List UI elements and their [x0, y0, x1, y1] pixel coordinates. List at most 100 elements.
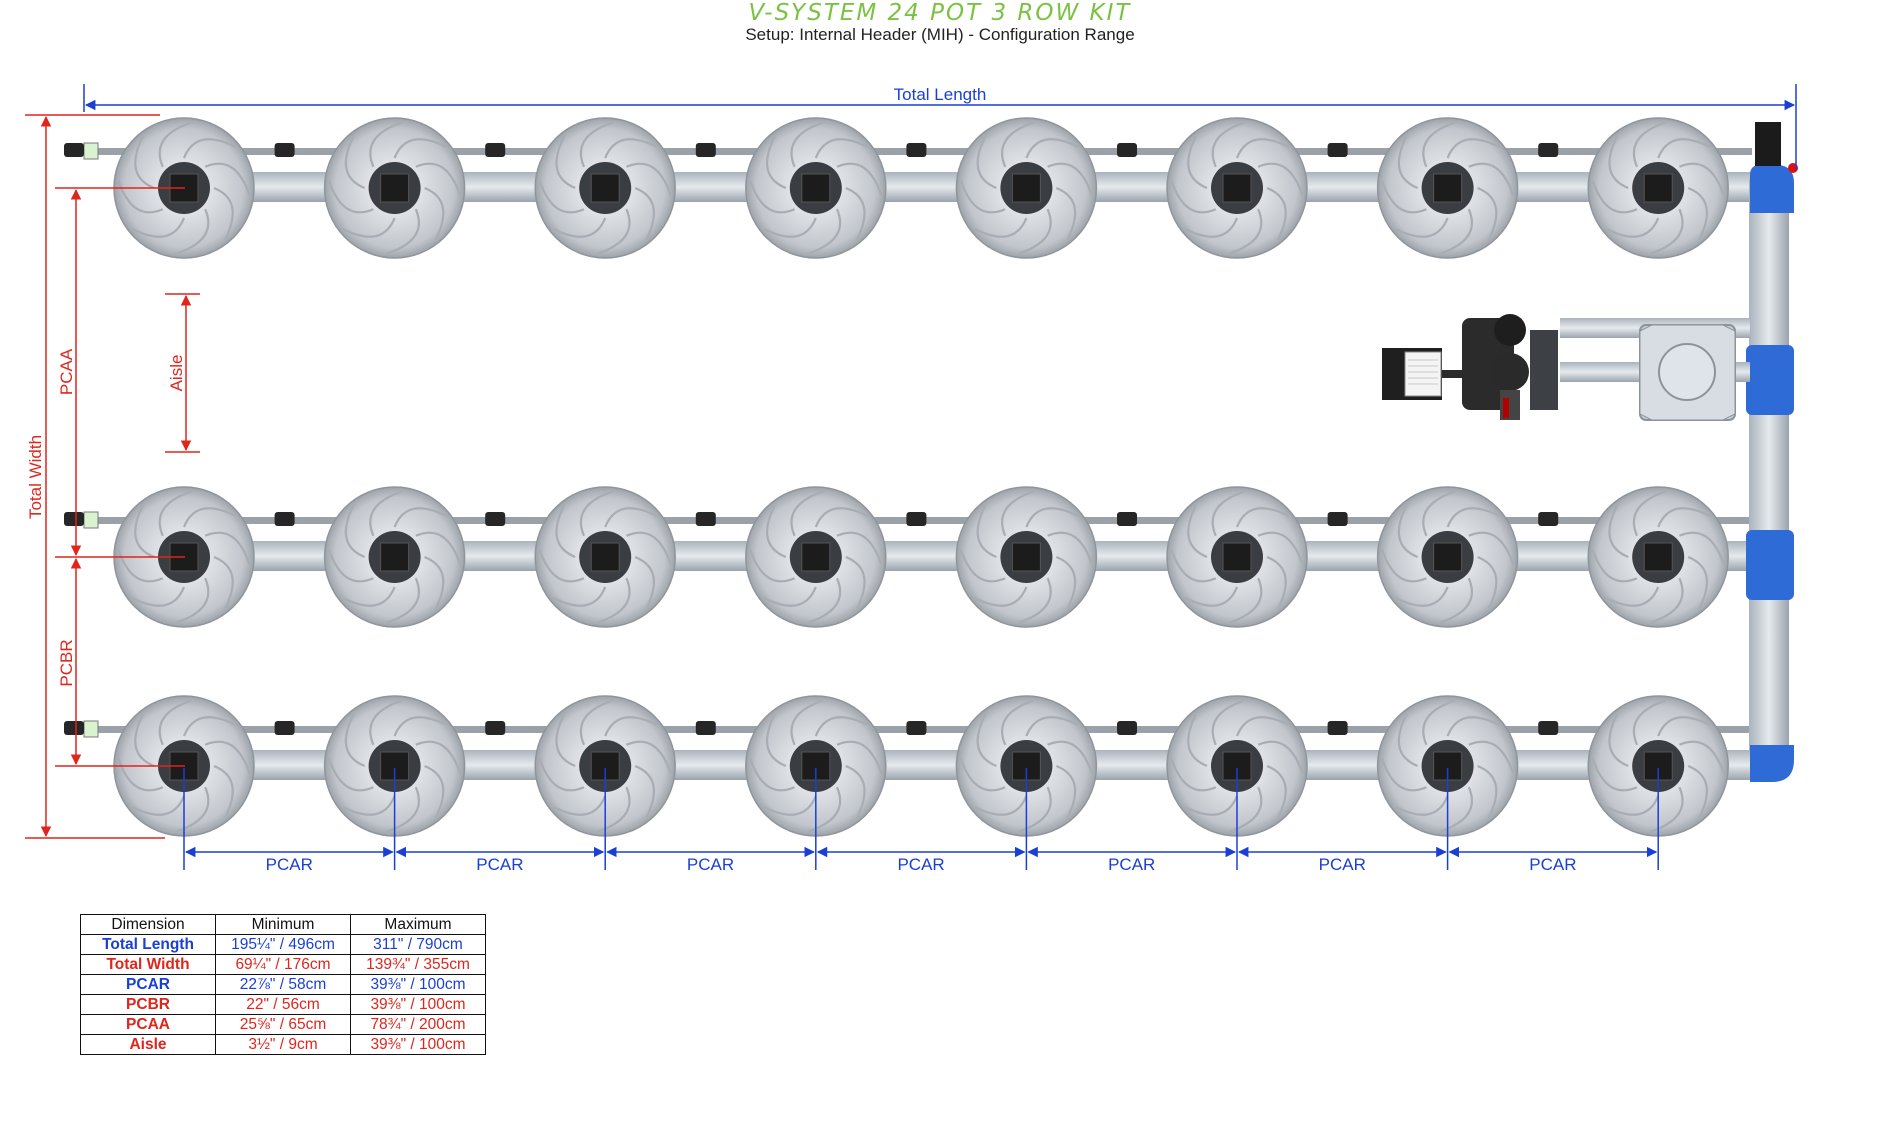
total-width-label: Total Width	[26, 435, 45, 519]
dripper-icon	[274, 143, 295, 157]
dripper-icon	[1327, 512, 1348, 526]
pot-icon	[1376, 486, 1519, 628]
dripper-icon	[906, 143, 927, 157]
table-dim-name: PCAR	[80, 974, 216, 995]
dripper-icon	[274, 721, 295, 735]
table-dim-name: Total Length	[80, 934, 216, 955]
pipe-network	[64, 142, 1752, 780]
pcar-label: PCAR	[1319, 855, 1366, 874]
dripper-icon	[1538, 143, 1559, 157]
pot-icon	[1166, 695, 1308, 837]
table-dim-max: 39⅜" / 100cm	[350, 974, 486, 995]
reservoir-icon	[1639, 324, 1736, 421]
table-dim-max: 39⅜" / 100cm	[350, 1034, 486, 1055]
dripper-icon	[64, 143, 84, 157]
table-row: PCBR 22" / 56cm 39⅜" / 100cm	[80, 994, 486, 1015]
table-row: PCAA 25⅝" / 65cm 78¾" / 200cm	[80, 1014, 486, 1035]
pot-icon	[745, 117, 887, 259]
table-dim-max: 78¾" / 200cm	[350, 1014, 486, 1035]
pcar-label: PCAR	[687, 855, 734, 874]
dripper-icon	[695, 143, 716, 157]
table-dim-max: 139¾" / 355cm	[350, 954, 486, 975]
table-header-cell: Minimum	[215, 914, 351, 935]
table-dim-name: PCBR	[80, 994, 216, 1015]
pot-icon	[1587, 695, 1729, 837]
table-dim-name: PCAA	[80, 1014, 216, 1035]
dripper-icon	[695, 721, 716, 735]
aisle-label: Aisle	[167, 355, 186, 392]
pot-icon	[323, 117, 466, 259]
top-valve-icon	[1755, 122, 1781, 166]
pcar-dimensions: PCAR PCAR PCAR PCAR PCAR PCAR PCAR	[183, 768, 1659, 874]
pot-icon	[955, 695, 1098, 837]
pot-icon	[745, 695, 887, 837]
table-dim-min: 22" / 56cm	[215, 994, 351, 1015]
pot-icon	[534, 695, 676, 837]
dripper-icon	[1538, 512, 1559, 526]
pot-icon	[534, 486, 676, 628]
dripper-icon	[906, 721, 927, 735]
pot-grid	[113, 117, 1729, 837]
pot-icon	[1376, 117, 1519, 259]
dimension-table: Dimension Minimum Maximum Total Length 1…	[80, 914, 486, 1055]
dripper-icon	[1117, 721, 1137, 735]
pot-icon	[534, 117, 676, 259]
total-length-label: Total Length	[894, 85, 987, 104]
tee-middle-icon	[1746, 345, 1794, 415]
table-dim-min: 69¼" / 176cm	[215, 954, 351, 975]
pump-assembly	[1382, 122, 1798, 782]
dripper-icon	[1327, 143, 1348, 157]
table-header-row: Dimension Minimum Maximum	[80, 914, 486, 935]
pcar-label: PCAR	[1108, 855, 1155, 874]
dripper-icon	[64, 721, 84, 735]
pot-icon	[955, 486, 1098, 628]
table-dim-name: Total Width	[80, 954, 216, 975]
table-row: Total Length 195¼" / 496cm 311" / 790cm	[80, 934, 486, 955]
pot-icon	[1587, 486, 1729, 628]
pcar-label: PCAR	[476, 855, 523, 874]
pot-icon	[1166, 117, 1308, 259]
table-row: Aisle 3½" / 9cm 39⅜" / 100cm	[80, 1034, 486, 1055]
dripper-icon	[274, 512, 295, 526]
dimension-lines: Total Length Total Width PCAA PCBR Aisle	[25, 84, 1797, 839]
table-dim-min: 3½" / 9cm	[215, 1034, 351, 1055]
dripper-icon	[695, 512, 716, 526]
dripper-icon	[906, 512, 927, 526]
dripper-icon	[1538, 721, 1559, 735]
table-dim-min: 25⅝" / 65cm	[215, 1014, 351, 1035]
dripper-icon	[1327, 721, 1348, 735]
table-row: PCAR 22⅞" / 58cm 39⅜" / 100cm	[80, 974, 486, 995]
pot-icon	[745, 486, 887, 628]
dripper-icon	[485, 512, 506, 526]
elbow-bottom-icon	[1750, 745, 1794, 782]
end-cap-icon	[83, 720, 99, 738]
elbow-top-icon	[1750, 165, 1794, 213]
controller-box-icon	[1382, 348, 1442, 400]
page-subtitle: Setup: Internal Header (MIH) - Configura…	[745, 25, 1135, 44]
manifold-pipe	[1749, 175, 1789, 755]
table-dim-max: 39⅜" / 100cm	[350, 994, 486, 1015]
dripper-icon	[1117, 512, 1137, 526]
table-dim-max: 311" / 790cm	[350, 934, 486, 955]
end-cap-icon	[83, 142, 99, 160]
table-dim-min: 195¼" / 496cm	[215, 934, 351, 955]
dripper-icon	[1117, 143, 1137, 157]
pot-icon	[955, 117, 1098, 259]
table-dim-name: Aisle	[80, 1034, 216, 1055]
table-header-cell: Maximum	[350, 914, 486, 935]
pcar-label: PCAR	[1529, 855, 1576, 874]
pot-icon	[1587, 117, 1729, 259]
pcar-label: PCAR	[897, 855, 944, 874]
page-title: V-SYSTEM 24 POT 3 ROW KIT	[748, 0, 1132, 26]
pot-icon	[1166, 486, 1308, 628]
dripper-icon	[485, 143, 506, 157]
pump-icon	[1462, 314, 1558, 420]
table-row: Total Width 69¼" / 176cm 139¾" / 355cm	[80, 954, 486, 975]
pcaa-label: PCAA	[57, 348, 76, 395]
pcbr-label: PCBR	[57, 639, 76, 686]
pot-icon	[323, 486, 466, 628]
dripper-icon	[64, 512, 84, 526]
pcar-label: PCAR	[266, 855, 313, 874]
tee-lower-icon	[1746, 530, 1794, 600]
